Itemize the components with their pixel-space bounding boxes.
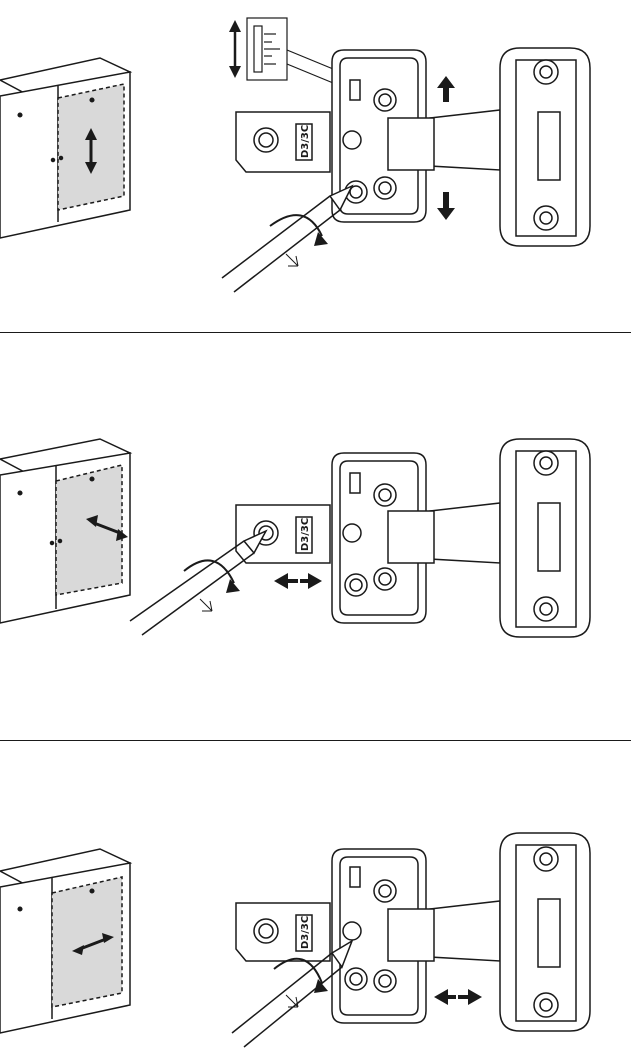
horizontal-arrow-icon <box>274 573 322 589</box>
screwdriver-icon <box>221 184 354 293</box>
rotate-hint-arrow-icon <box>285 994 299 1008</box>
door-highlight <box>55 464 123 596</box>
hinge-illustration <box>235 47 591 247</box>
hinge-mark-label: D3/3C <box>300 916 311 949</box>
rotate-arrow-icon <box>314 232 328 246</box>
cabinet-illustration <box>0 57 133 239</box>
horizontal-arrow-icon <box>434 989 482 1005</box>
hinge-illustration <box>235 832 591 1032</box>
horizontal-adjustment-illustration: D3/3C <box>0 438 591 638</box>
rotate-arrow-icon <box>226 579 240 593</box>
rotate-arrow-icon <box>314 979 328 993</box>
hinge-mark-label: D3/3C <box>300 518 311 551</box>
hinge-mark-label: D3/3C <box>300 125 311 158</box>
up-arrow-icon <box>437 76 455 102</box>
door-highlight <box>51 876 123 1008</box>
cabinet-illustration <box>0 848 133 1034</box>
step-horizontal-adjustment: D3/3C <box>0 335 631 735</box>
hinge-illustration <box>235 438 591 638</box>
depth-adjustment-illustration: D3/3C <box>0 832 591 1048</box>
rotate-hint-arrow-icon <box>285 253 299 267</box>
down-arrow-icon <box>437 192 455 220</box>
section-divider <box>0 740 631 741</box>
step-depth-adjustment: D3/3C <box>0 743 631 1051</box>
vertical-adjustment-illustration: D3/3C <box>0 17 591 293</box>
depth-arrow-icon <box>72 933 114 955</box>
rotate-hint-arrow-icon <box>199 598 213 612</box>
vertical-arrow-icon <box>85 128 97 174</box>
cabinet-illustration <box>0 438 133 624</box>
inset-vertical-arrow-icon <box>229 20 241 78</box>
section-divider <box>0 332 631 333</box>
horizontal-arrow-icon <box>86 515 128 541</box>
screwdriver-icon <box>129 529 268 636</box>
step-vertical-adjustment: D3/3C <box>0 0 631 330</box>
